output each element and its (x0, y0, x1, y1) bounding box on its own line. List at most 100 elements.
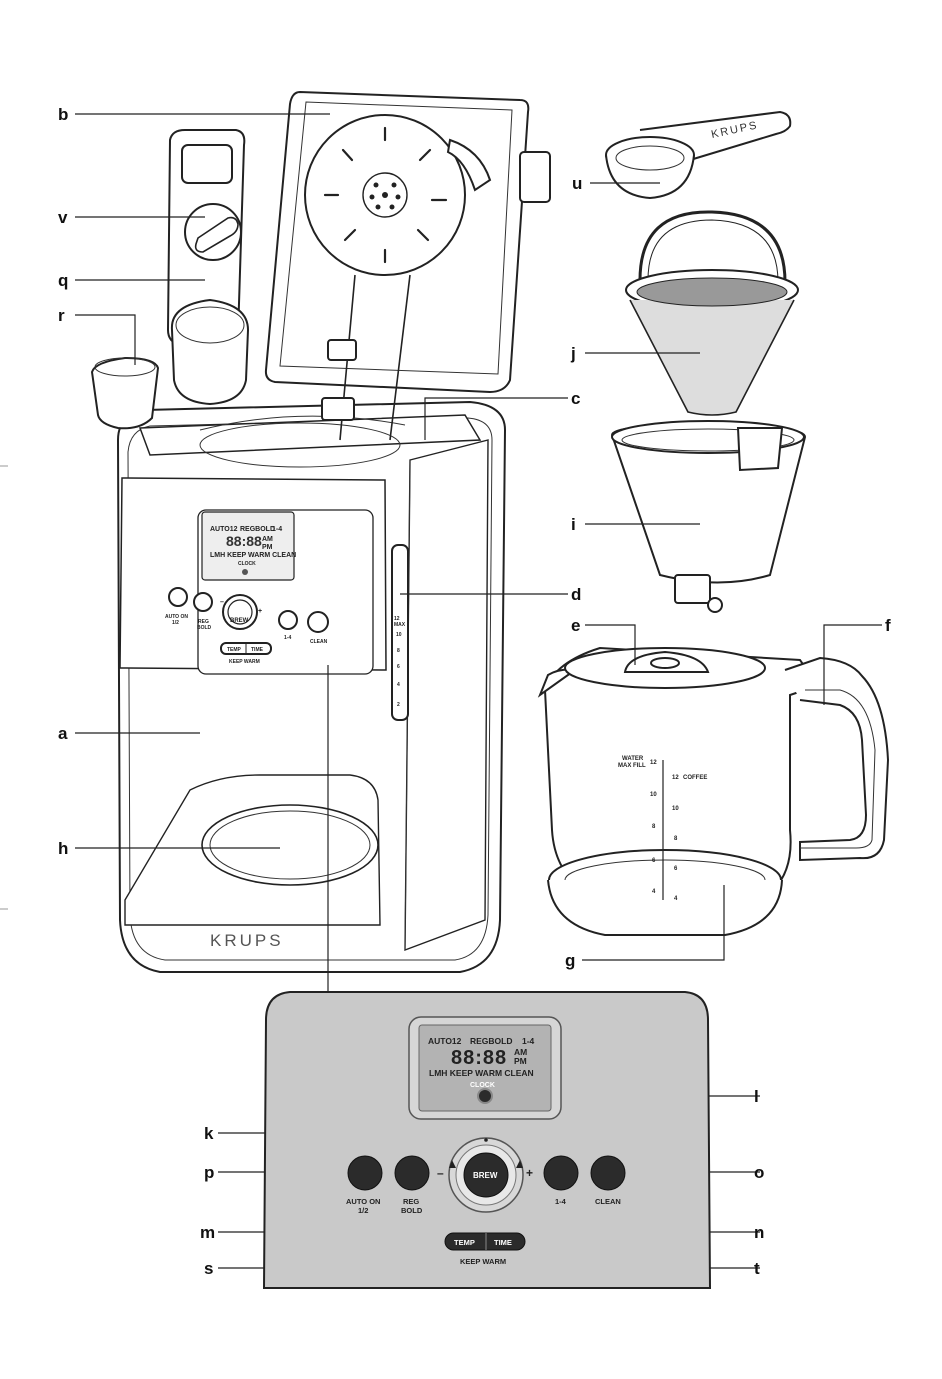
carafe: WATER MAX FILL COFFEE 12 10 8 6 4 12 10 … (537, 646, 890, 936)
label-e: e (571, 616, 580, 635)
mini-lcd-line1-b: REGBOLD (240, 526, 275, 533)
label-q: q (58, 271, 68, 290)
warming-plate (201, 804, 379, 886)
filter-arm (166, 129, 250, 406)
mini-plus: + (258, 608, 262, 615)
filter-basket (610, 420, 807, 613)
carafe-left-8: 8 (652, 824, 656, 830)
mini-lcd-line1: AUTO12 (210, 526, 238, 533)
label-n: n (754, 1223, 764, 1242)
mini-clean-label: CLEAN (310, 639, 328, 645)
gauge-mark-8: 8 (397, 648, 400, 654)
auto-on-label: AUTO ON (346, 1197, 380, 1206)
mini-one-four-label: 1-4 (284, 635, 291, 641)
mini-lcd-clock: CLOCK (238, 561, 256, 567)
gauge-mark-4: 4 (397, 682, 400, 688)
lcd-auto12: AUTO12 (428, 1036, 462, 1046)
measuring-spoon: KRUPS (605, 110, 792, 200)
carafe-left-12: 12 (650, 760, 657, 766)
temp-button[interactable]: TEMP (454, 1238, 475, 1247)
carafe-coffee-label: COFFEE (683, 775, 707, 781)
label-o: o (754, 1163, 764, 1182)
mini-reg-label: REG (198, 619, 209, 625)
clean-label: CLEAN (595, 1197, 621, 1206)
carafe-right-10: 10 (672, 806, 679, 812)
carafe-left-4: 4 (652, 889, 656, 895)
lid-and-shower-head (264, 90, 551, 441)
gauge-mark-12: 12 (394, 616, 400, 622)
reg-bold-button[interactable] (394, 1155, 430, 1191)
label-m: m (200, 1223, 215, 1242)
carafe-max-fill-label: MAX FILL (618, 763, 646, 769)
one-four-label: 1-4 (555, 1197, 567, 1206)
permanent-filter (625, 210, 799, 416)
clean-button[interactable] (590, 1155, 626, 1191)
lcd-pm: PM (514, 1056, 527, 1066)
mini-reg-bold-button[interactable] (193, 592, 213, 612)
label-i: i (571, 515, 576, 534)
mini-lcd-time: 88:88 (226, 533, 262, 549)
label-c: c (571, 389, 580, 408)
label-d: d (571, 585, 581, 604)
gauge-mark-6: 6 (397, 664, 400, 670)
clock-button[interactable] (477, 1088, 493, 1104)
mini-bold-label: BOLD (197, 625, 212, 631)
label-f: f (885, 616, 891, 635)
water-filter-cartridge (90, 356, 160, 430)
dial-minus: – (437, 1166, 444, 1180)
lcd-am: AM (514, 1047, 527, 1057)
mini-auto-on-sub: 1/2 (172, 620, 179, 626)
time-button[interactable]: TIME (494, 1238, 512, 1247)
lcd-clock-label: CLOCK (470, 1082, 495, 1089)
mini-time-label: TIME (251, 647, 264, 653)
lcd-time: 88:88 (451, 1047, 507, 1069)
coffee-maker-body: AUTO12 REGBOLD 1-4 88:88 AM PM LMH KEEP … (116, 400, 507, 973)
carafe-right-8: 8 (674, 836, 678, 842)
mini-lcd-am: AM (262, 536, 273, 543)
control-panel-detail: AUTO12 REGBOLD 1-4 88:88 AM PM LMH KEEP … (262, 991, 712, 1289)
one-four-button[interactable] (543, 1155, 579, 1191)
auto-on-button[interactable] (347, 1155, 383, 1191)
reg-label: REG (403, 1197, 419, 1206)
auto-on-sub-label: 1/2 (358, 1206, 368, 1215)
lcd-screen (418, 1024, 552, 1112)
mini-temp-label: TEMP (227, 647, 242, 653)
label-t: t (754, 1259, 760, 1278)
lcd-regbold: REGBOLD (470, 1036, 513, 1046)
mini-minus: – (220, 599, 224, 606)
brew-button[interactable] (463, 1152, 509, 1198)
carafe-left-6: 6 (652, 858, 656, 864)
gauge-mark-10: 10 (396, 632, 402, 638)
mini-auto-on-label: AUTO ON (165, 614, 188, 620)
carafe-right-4: 4 (674, 896, 678, 902)
label-j: j (570, 344, 576, 363)
mini-one-four-button[interactable] (278, 610, 298, 630)
mini-lcd-pm: PM (262, 544, 273, 551)
mini-auto-on-button[interactable] (168, 587, 188, 607)
label-u: u (572, 174, 582, 193)
mini-clean-button[interactable] (307, 611, 329, 633)
mini-brew-label: BREW (230, 618, 249, 624)
mini-keep-warm-label: KEEP WARM (229, 659, 260, 665)
body-brand: KRUPS (210, 931, 284, 950)
label-k: k (204, 1124, 214, 1143)
keep-warm-toggle[interactable] (444, 1232, 526, 1251)
lcd-line3: LMH KEEP WARM CLEAN (429, 1068, 534, 1078)
keep-warm-label: KEEP WARM (460, 1257, 506, 1266)
brew-label: BREW (473, 1171, 498, 1180)
gauge-mark-max: MAX (394, 622, 406, 628)
mini-lcd-line3: LMH KEEP WARM CLEAN (210, 552, 296, 559)
dial-plus: + (526, 1166, 533, 1180)
label-b: b (58, 105, 68, 124)
label-a: a (58, 724, 68, 743)
label-l: l (754, 1087, 759, 1106)
carafe-water-label: WATER (622, 756, 644, 762)
carafe-right-6: 6 (674, 866, 678, 872)
label-g: g (565, 951, 575, 970)
label-h: h (58, 839, 68, 858)
label-p: p (204, 1163, 214, 1182)
mini-lcd-line1-c: 1-4 (272, 526, 282, 533)
label-r: r (58, 306, 65, 325)
